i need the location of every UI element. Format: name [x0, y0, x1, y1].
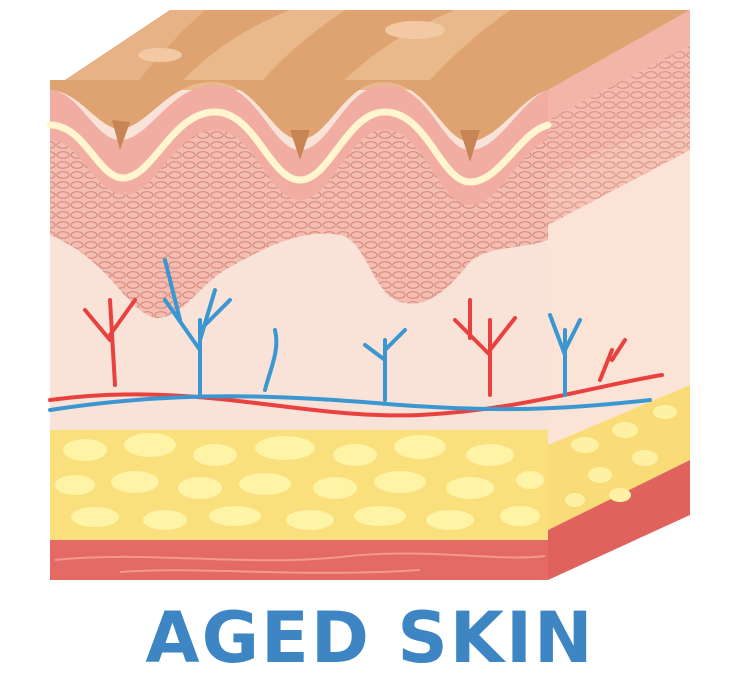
stratum-corneum	[50, 80, 548, 142]
fat-cells	[55, 433, 544, 530]
cube-side-face	[548, 10, 690, 580]
epidermis-basal-line	[46, 108, 552, 186]
skin-cross-section-illustration	[46, 10, 690, 580]
cube-front-face	[46, 80, 664, 580]
side-fat-cells	[565, 405, 677, 507]
page-title: AGED SKIN	[145, 597, 595, 679]
epidermis-layer	[50, 85, 548, 205]
artery-vessels	[48, 298, 664, 418]
dermis-texture-layer	[50, 120, 548, 319]
vein-vessels	[48, 258, 652, 412]
muscle-fibers	[54, 552, 546, 574]
